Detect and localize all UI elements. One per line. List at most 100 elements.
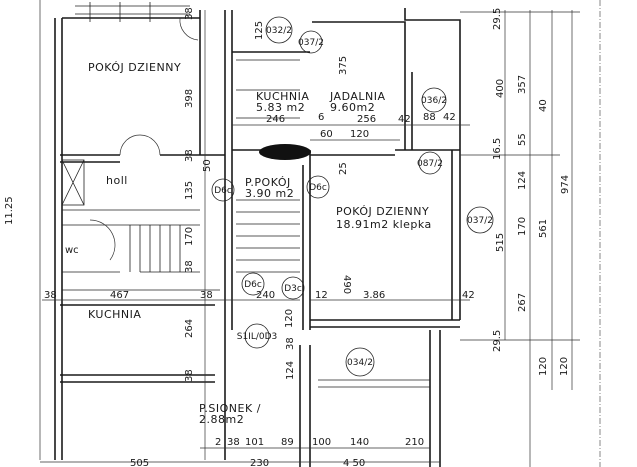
svg-text:032/2: 032/2 <box>266 26 292 36</box>
dim-label: 50 <box>202 159 213 172</box>
dim-label: 55 <box>517 133 528 146</box>
dim-label: 120 <box>284 309 295 328</box>
dim-label: 135 <box>184 181 195 200</box>
dim-label: 42 <box>443 112 456 123</box>
dim-label: 264 <box>184 319 195 338</box>
dim-label: 38 <box>184 369 195 382</box>
door-tag: D6c <box>211 178 235 202</box>
dim-label: 42 <box>462 290 475 301</box>
dim-label: 256 <box>357 114 376 125</box>
dim-label: 38 <box>184 149 195 162</box>
dim-label: 16.5 <box>492 138 503 160</box>
dim-label: 357 <box>517 75 528 94</box>
door-tag: 034/2 <box>345 347 375 377</box>
door-tag: D6c <box>241 272 265 296</box>
dim-label: 230 <box>250 458 269 467</box>
door-tag: D3c <box>281 276 305 300</box>
dim-label: 124 <box>285 361 296 380</box>
svg-text:034/2: 034/2 <box>347 358 373 368</box>
dim-label: 561 <box>538 219 549 238</box>
dim-label: 38 <box>184 260 195 273</box>
dim-label: 490 <box>341 275 352 294</box>
room-kitchen-top-area: 5.83 m2 <box>256 101 305 114</box>
room-vestibule-area: 2.88m2 <box>199 413 244 426</box>
dim-label: 2 <box>215 437 221 448</box>
svg-text:D6c: D6c <box>214 186 232 196</box>
svg-text:037/2: 037/2 <box>467 216 493 226</box>
room-wc: wc <box>65 245 79 256</box>
dim-label: 246 <box>266 114 285 125</box>
dim-label: 170 <box>517 217 528 236</box>
room-vestibule: P.SIONEK / <box>199 402 261 415</box>
dim-label: 60 <box>320 129 333 140</box>
dimension-labels: 38 398 38 50 135 170 38 264 38 467 38 38… <box>4 7 571 467</box>
dim-label: 120 <box>350 129 369 140</box>
room-hall: holl <box>106 174 128 187</box>
room-small: P.POKÓJ <box>245 176 291 189</box>
dim-label: 38 <box>200 290 213 301</box>
svg-text:036/2: 036/2 <box>421 96 447 106</box>
dim-label: 38 <box>285 337 296 350</box>
door-tags: 032/2 037/2 036/2 087/2 D6c D6c 037/2 D6… <box>211 16 494 377</box>
dimension-lines <box>39 0 601 467</box>
dim-label: 400 <box>495 79 506 98</box>
dim-label: 40 <box>538 99 549 112</box>
dim-label: 210 <box>405 437 424 448</box>
door-tag: D6c <box>306 175 330 199</box>
dim-label: 398 <box>184 89 195 108</box>
dim-label: 267 <box>517 293 528 312</box>
dim-label: 4 50 <box>343 458 365 467</box>
ink-blot <box>259 144 311 160</box>
dim-label: 240 <box>256 290 275 301</box>
dim-label: 515 <box>495 233 506 252</box>
dim-label: 89 <box>281 437 294 448</box>
room-kitchen-bottom: KUCHNIA <box>88 308 141 321</box>
door-tag: S1IL/0D3 <box>237 323 278 349</box>
dim-label: 124 <box>517 171 528 190</box>
doors <box>89 17 199 261</box>
dim-label: 974 <box>560 175 571 194</box>
dim-label: 38 <box>44 290 57 301</box>
svg-text:D3c: D3c <box>284 284 302 294</box>
stairs <box>129 199 300 273</box>
door-tag: 037/2 <box>466 206 494 234</box>
svg-text:D6c: D6c <box>309 183 327 193</box>
dim-label: 42 <box>398 114 411 125</box>
dim-label: 38 <box>227 437 240 448</box>
door-tag: 032/2 <box>265 16 293 44</box>
door-tag: 087/2 <box>417 151 443 175</box>
svg-text:087/2: 087/2 <box>417 159 443 169</box>
room-kitchen-top: KUCHNIA <box>256 90 309 103</box>
dim-label: 3.86 <box>363 290 385 301</box>
dim-label: 29.5 <box>492 8 503 30</box>
room-dining-area: 9.60m2 <box>330 101 375 114</box>
dim-label: 29.5 <box>492 330 503 352</box>
dim-label: 101 <box>245 437 264 448</box>
dim-label: 12 <box>315 290 328 301</box>
door-tag: 036/2 <box>421 87 447 113</box>
fireplace-box <box>61 159 85 206</box>
dim-label: 505 <box>130 458 149 467</box>
room-living-right-area: 18.91m2 klepka <box>336 218 432 231</box>
dim-label: 11.25 <box>4 196 15 225</box>
dim-label: 88 <box>423 112 436 123</box>
dim-label: 120 <box>559 357 570 376</box>
dim-label: 467 <box>110 290 129 301</box>
svg-text:D6c: D6c <box>244 280 262 290</box>
room-living-right: POKÓJ DZIENNY <box>336 205 429 218</box>
svg-text:037/2: 037/2 <box>298 38 324 48</box>
dim-label: 170 <box>184 227 195 246</box>
svg-text:S1IL/0D3: S1IL/0D3 <box>237 332 278 342</box>
dim-label: 120 <box>538 357 549 376</box>
dim-label: 38 <box>184 7 195 20</box>
room-labels: POKÓJ DZIENNY KUCHNIA 5.83 m2 JADALNIA 9… <box>65 61 432 426</box>
dim-label: 375 <box>338 56 349 75</box>
dim-label: 140 <box>350 437 369 448</box>
walls <box>54 2 461 467</box>
room-living-left: POKÓJ DZIENNY <box>88 61 181 74</box>
door-tag: 037/2 <box>298 30 324 54</box>
dim-label: 25 <box>338 162 349 175</box>
room-dining: JADALNIA <box>329 90 386 103</box>
dim-label: 6 <box>318 112 324 123</box>
